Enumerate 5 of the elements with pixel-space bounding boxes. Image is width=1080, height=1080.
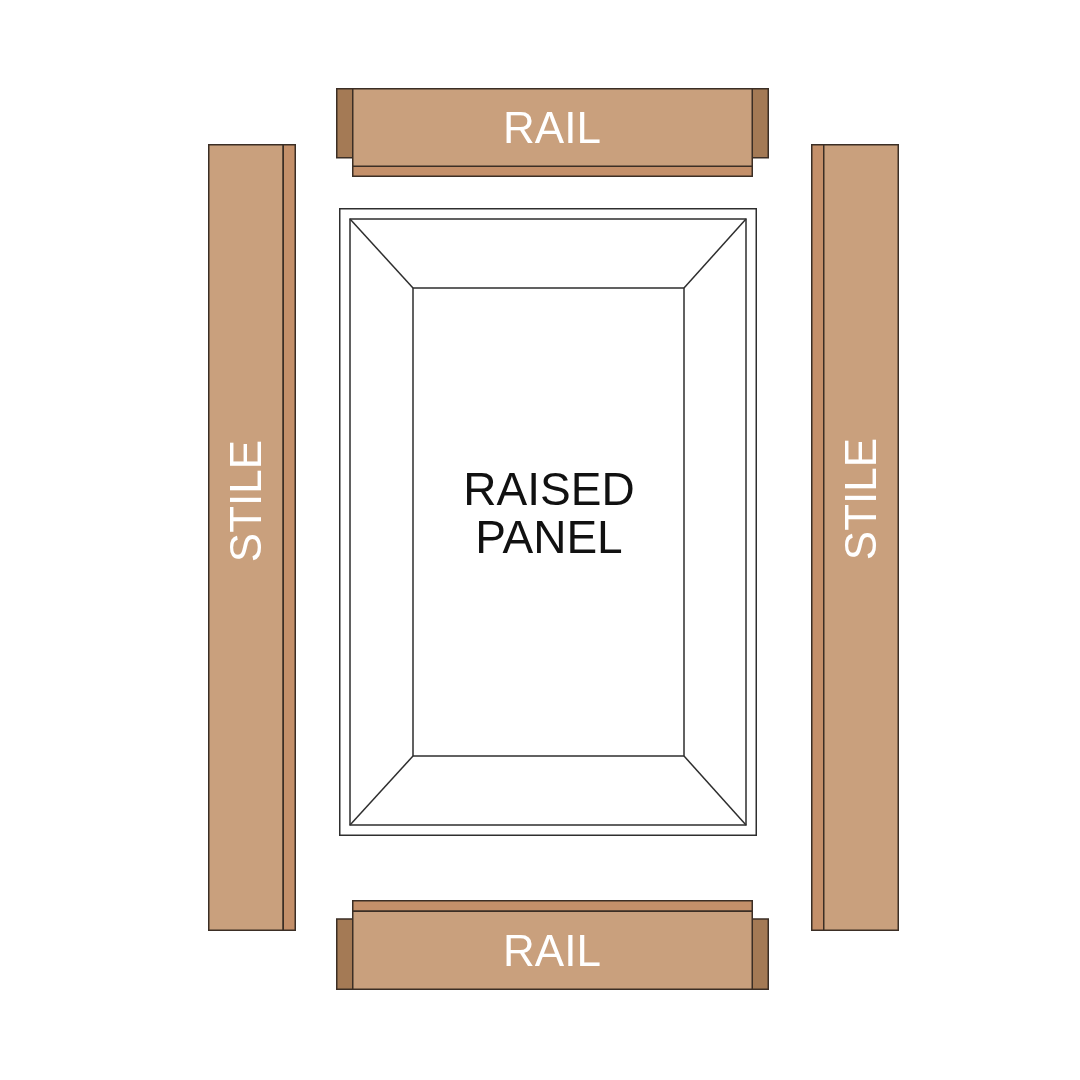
part-label: RAISED PANEL (463, 464, 635, 562)
part-label: STILE (839, 437, 883, 561)
part-label: STILE (224, 439, 268, 563)
part-label: RAIL (503, 929, 601, 973)
part-label: RAIL (503, 106, 601, 150)
